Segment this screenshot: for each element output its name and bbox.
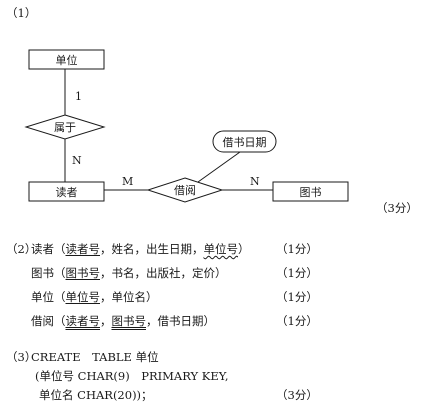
primary-foreign-key: 读者号 (65, 314, 101, 328)
primary-key: 单位号 (65, 290, 101, 304)
part1-score: （3分） (376, 201, 418, 215)
entity-reader-label: 读者 (56, 185, 78, 199)
sql-line-2: (单位号 CHAR(9) PRIMARY KEY, (35, 369, 229, 383)
relationship-belongs-label: 属于 (54, 121, 76, 134)
er-diagram: 单位 属于 读者 借阅 借书日期 图书 1 N M N (24, 49, 349, 203)
relation-reader-score: （1分） (276, 242, 318, 256)
primary-key: 读者号 (65, 242, 101, 256)
relationship-borrow-diamond (146, 177, 224, 203)
relation-name: 借阅 (31, 314, 54, 328)
relation-book: 图书（图书号，书名，出版社，定价） (31, 266, 227, 280)
edge-attribute-borrow (197, 151, 241, 183)
relation-name: 单位 (31, 290, 54, 304)
part3-score: （3分） (276, 388, 318, 402)
relation-book-score: （1分） (276, 266, 318, 280)
sql-line-1: CREATE TABLE 单位 (31, 350, 159, 364)
entity-unit-box (28, 49, 105, 70)
relation-borrow: 借阅（读者号，图书号，借书日期） (31, 314, 215, 328)
primary-key: 图书号 (65, 266, 101, 280)
part1-label: （1） (6, 6, 37, 20)
entity-unit-label: 单位 (56, 53, 78, 67)
cardinality-unit: 1 (75, 90, 82, 103)
foreign-key: 单位号 (203, 242, 239, 256)
sql-line-3: 单位名 CHAR(20))； (39, 388, 153, 402)
entity-book-box (272, 181, 349, 202)
relation-reader: 读者（读者号，姓名，出生日期，单位号） (31, 242, 250, 256)
cardinality-reader-belongs: N (72, 154, 82, 167)
cardinality-book-borrow: N (250, 175, 260, 188)
cardinality-reader-borrow: M (122, 175, 133, 188)
relation-name: 读者 (31, 242, 54, 256)
part2-label: （2） (6, 242, 37, 256)
relationship-borrow-label: 借阅 (174, 184, 196, 197)
primary-foreign-key: 图书号 (111, 314, 147, 328)
relation-name: 图书 (31, 266, 54, 280)
part3-label: （3） (6, 350, 37, 364)
entity-reader-box (28, 181, 105, 202)
entity-book-label: 图书 (300, 186, 322, 199)
relation-borrow-score: （1分） (276, 314, 318, 328)
relationship-belongs-diamond (24, 114, 106, 140)
attribute-borrow-date-ellipse (212, 130, 277, 153)
relation-unit-score: （1分） (276, 290, 318, 304)
relation-unit: 单位（单位号，单位名） (31, 290, 158, 304)
attribute-borrow-date-label: 借书日期 (223, 136, 267, 149)
